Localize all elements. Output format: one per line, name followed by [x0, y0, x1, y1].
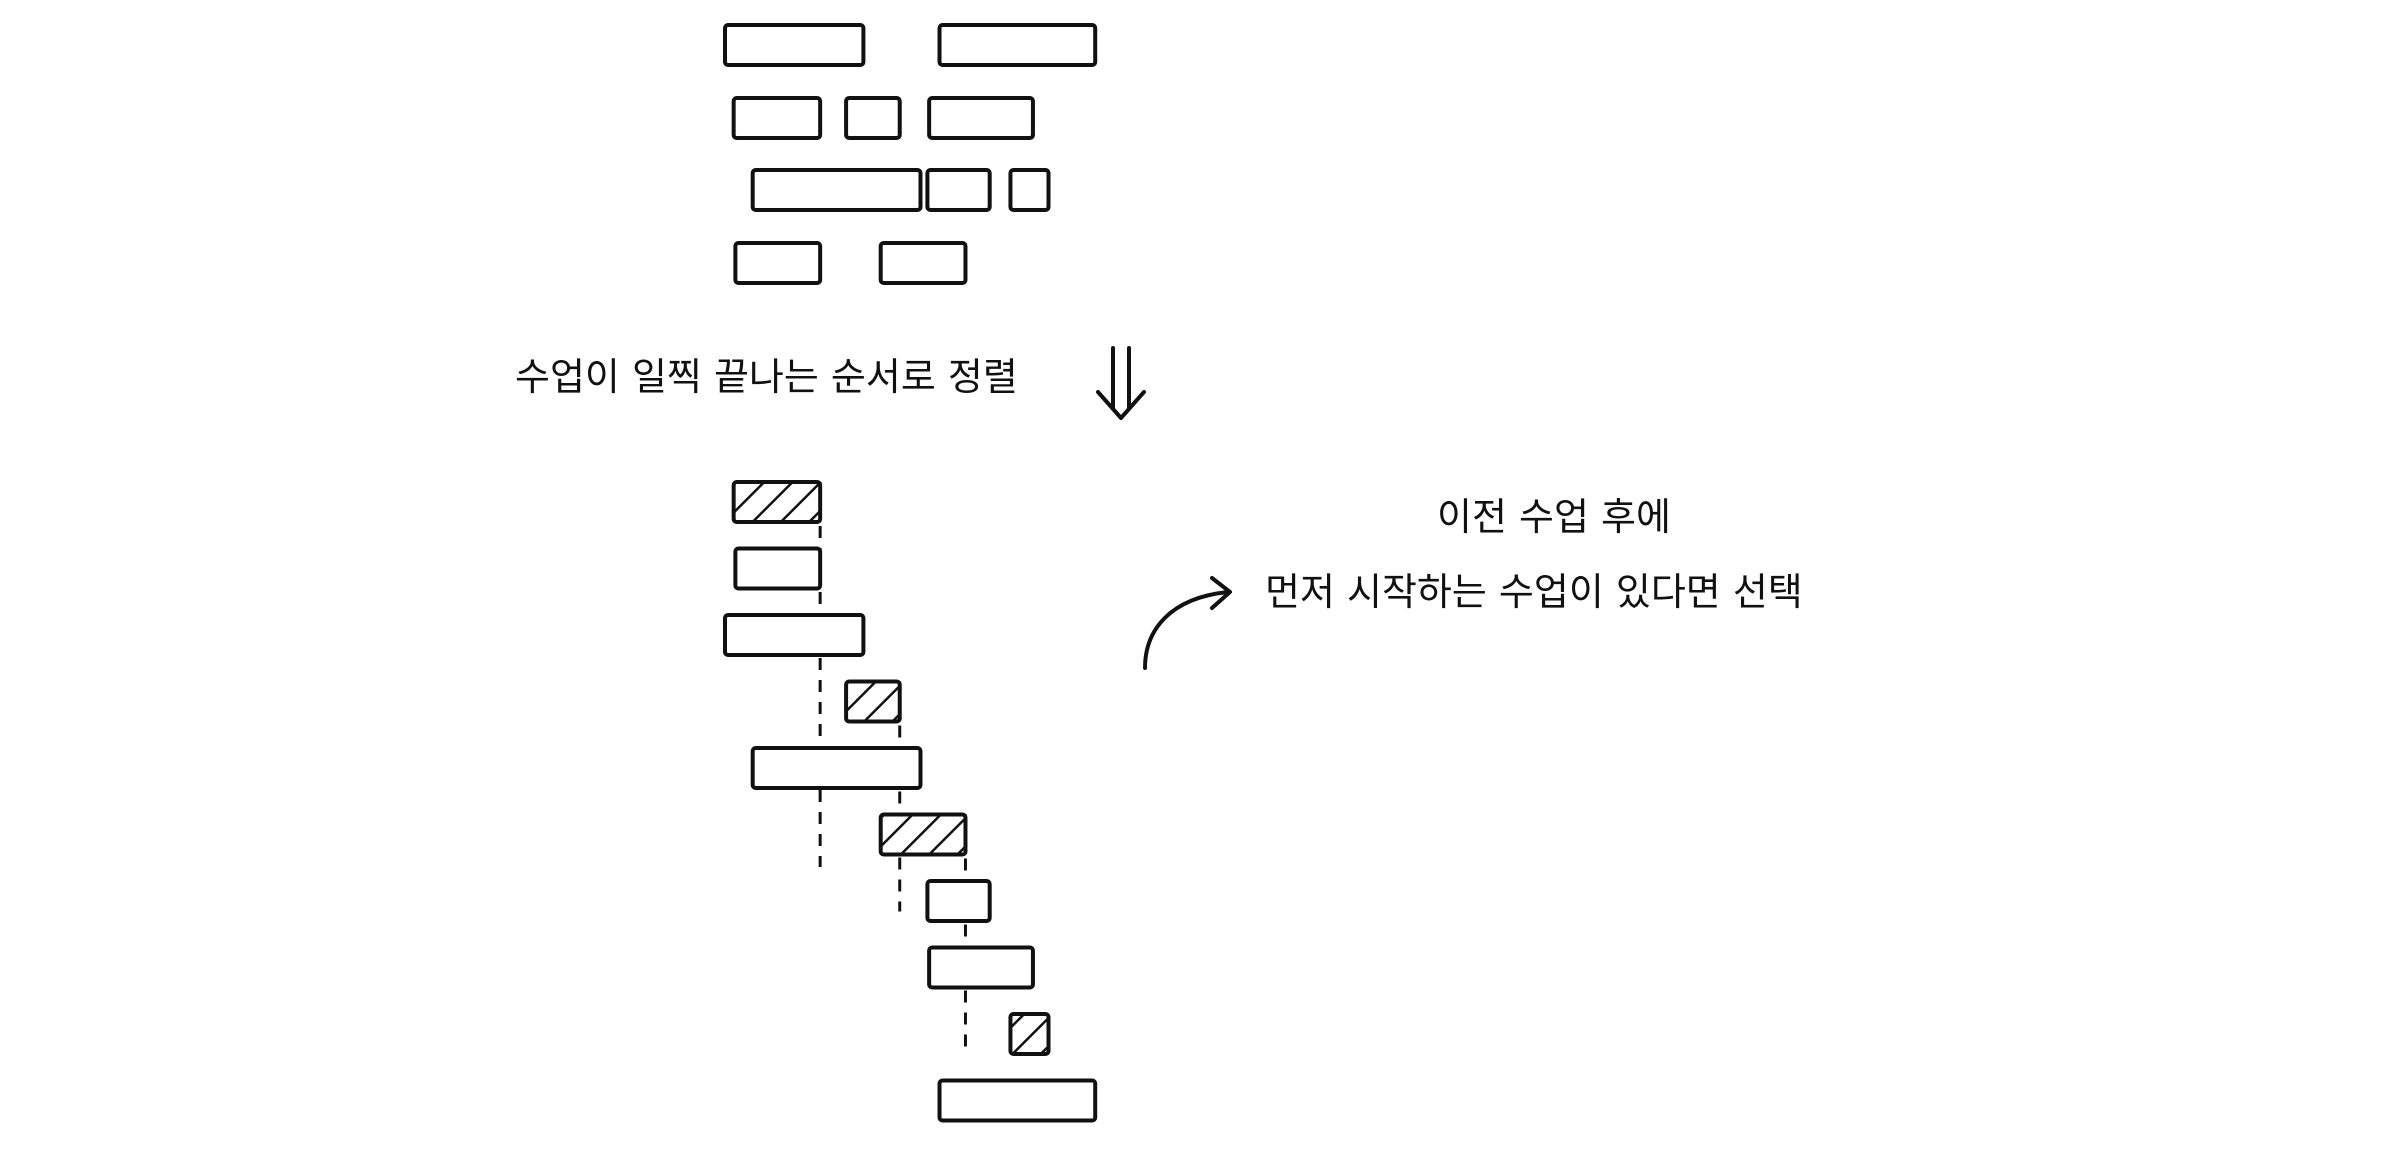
lecture-bar-unsorted-f [878, 241, 968, 285]
lecture-bar-sorted-d [733, 546, 823, 591]
unsorted-lectures [723, 23, 1098, 285]
selection-guides [818, 482, 967, 1055]
curved-arrow-icon [1143, 576, 1232, 670]
lecture-bar-sorted-a [723, 613, 866, 657]
lecture-bar-unsorted-c [750, 168, 923, 212]
lecture-bar-unsorted-e [844, 96, 902, 140]
lecture-bar-unsorted-j [937, 23, 1098, 67]
lecture-bar-selected-i [1008, 1012, 1051, 1056]
lecture-bar-unsorted-g [925, 168, 992, 212]
lecture-bar-unsorted-i [1008, 168, 1051, 212]
lecture-bar-unsorted-d [733, 241, 823, 285]
rule-line-1: 이전 수업 후에 [1437, 495, 1671, 539]
double-down-arrow-icon [1096, 346, 1146, 420]
lecture-bar-unsorted-a [723, 23, 866, 67]
lecture-bar-selected-b [731, 480, 823, 524]
sorted-lectures [723, 480, 1098, 1123]
lecture-bar-selected-f [878, 812, 968, 857]
lecture-bar-sorted-c [750, 746, 923, 790]
lecture-bar-sorted-h [927, 945, 1035, 990]
sort-caption: 수업이 일찍 끝나는 순서로 정렬 [515, 355, 1018, 399]
lecture-bar-sorted-g [925, 879, 992, 923]
lecture-bar-selected-e [844, 679, 902, 724]
lecture-bar-unsorted-h [927, 96, 1035, 140]
lecture-bar-unsorted-b [731, 96, 823, 140]
rule-line-2: 먼저 시작하는 수업이 있다면 선택 [1265, 570, 1803, 614]
lecture-bar-sorted-j [937, 1078, 1098, 1123]
